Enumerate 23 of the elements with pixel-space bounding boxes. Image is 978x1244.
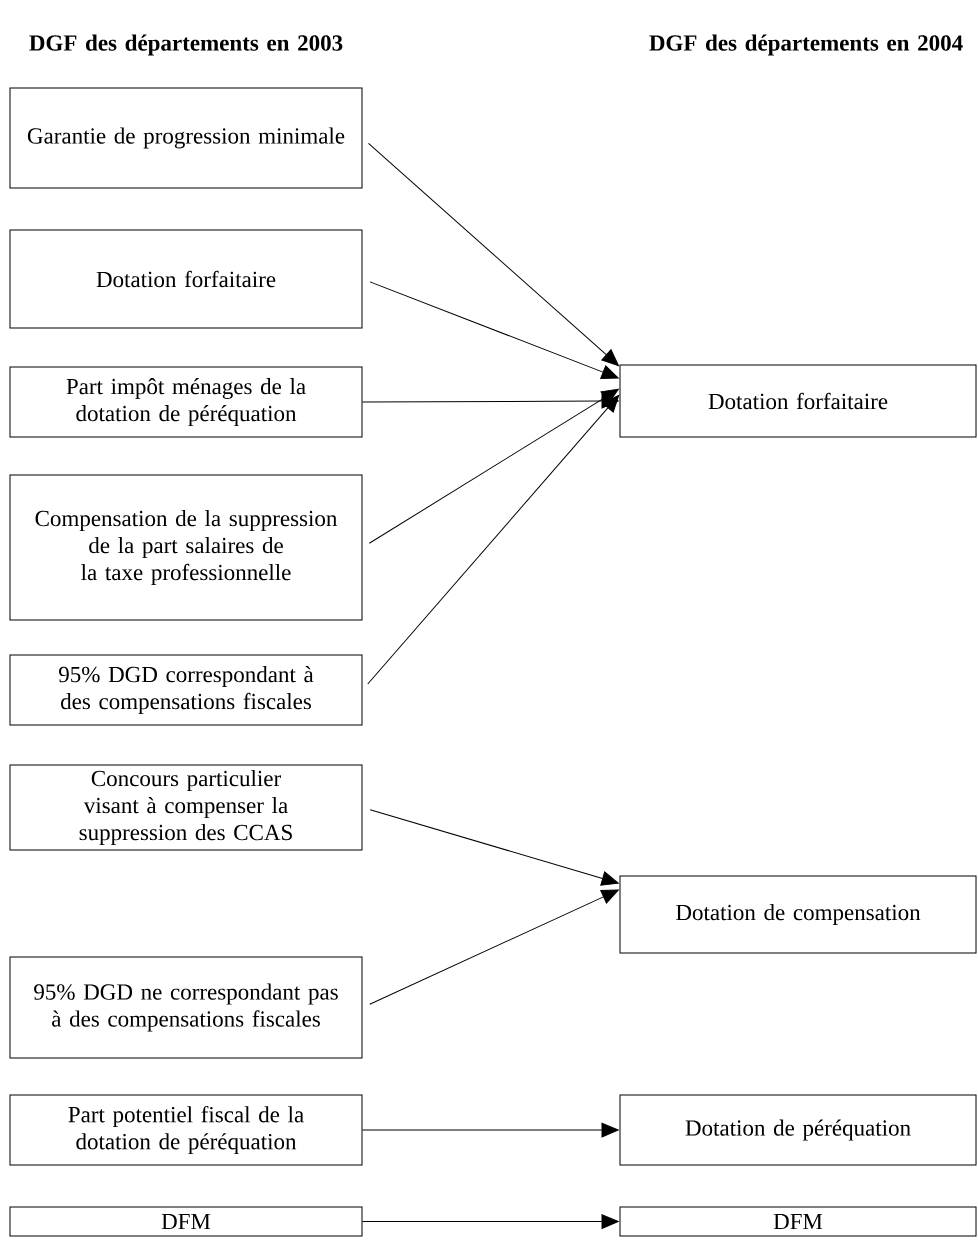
arrow [369,889,619,1005]
source-box: Dotation forfaitaire [9,229,363,329]
arrow [368,142,620,367]
target-box: Dotation de péréquation [619,1094,977,1166]
target-box: Dotation de compensation [619,875,977,954]
arrow [369,281,619,380]
source-box: Concours particulier visant à compenser la suppression des CCAS [9,764,363,851]
arrow [362,1122,619,1138]
source-box: 95% DGD ne correspondant pas à des compensations fiscales [9,956,363,1059]
arrow [367,395,620,685]
column-heading: DGF des départements en 2004 [649,34,963,56]
source-box: 95% DGD correspondant à des compensations fiscales [9,654,363,726]
column-heading: DGF des départements en 2003 [29,34,343,56]
source-box: DFM [9,1206,363,1237]
source-box: Part impôt ménages de la dotation de péréquation [9,366,363,438]
target-box: DFM [619,1206,977,1237]
arrow [368,388,619,544]
arrow [362,1214,619,1229]
source-box: Garantie de progression minimale [9,87,363,189]
target-box: Dotation forfaitaire [619,364,977,438]
arrow [369,809,619,886]
source-box: Part potentiel fiscal de la dotation de péréquation [9,1094,363,1166]
source-box: Compensation de la suppression de la part salaires de la taxe professionnelle [9,474,363,621]
